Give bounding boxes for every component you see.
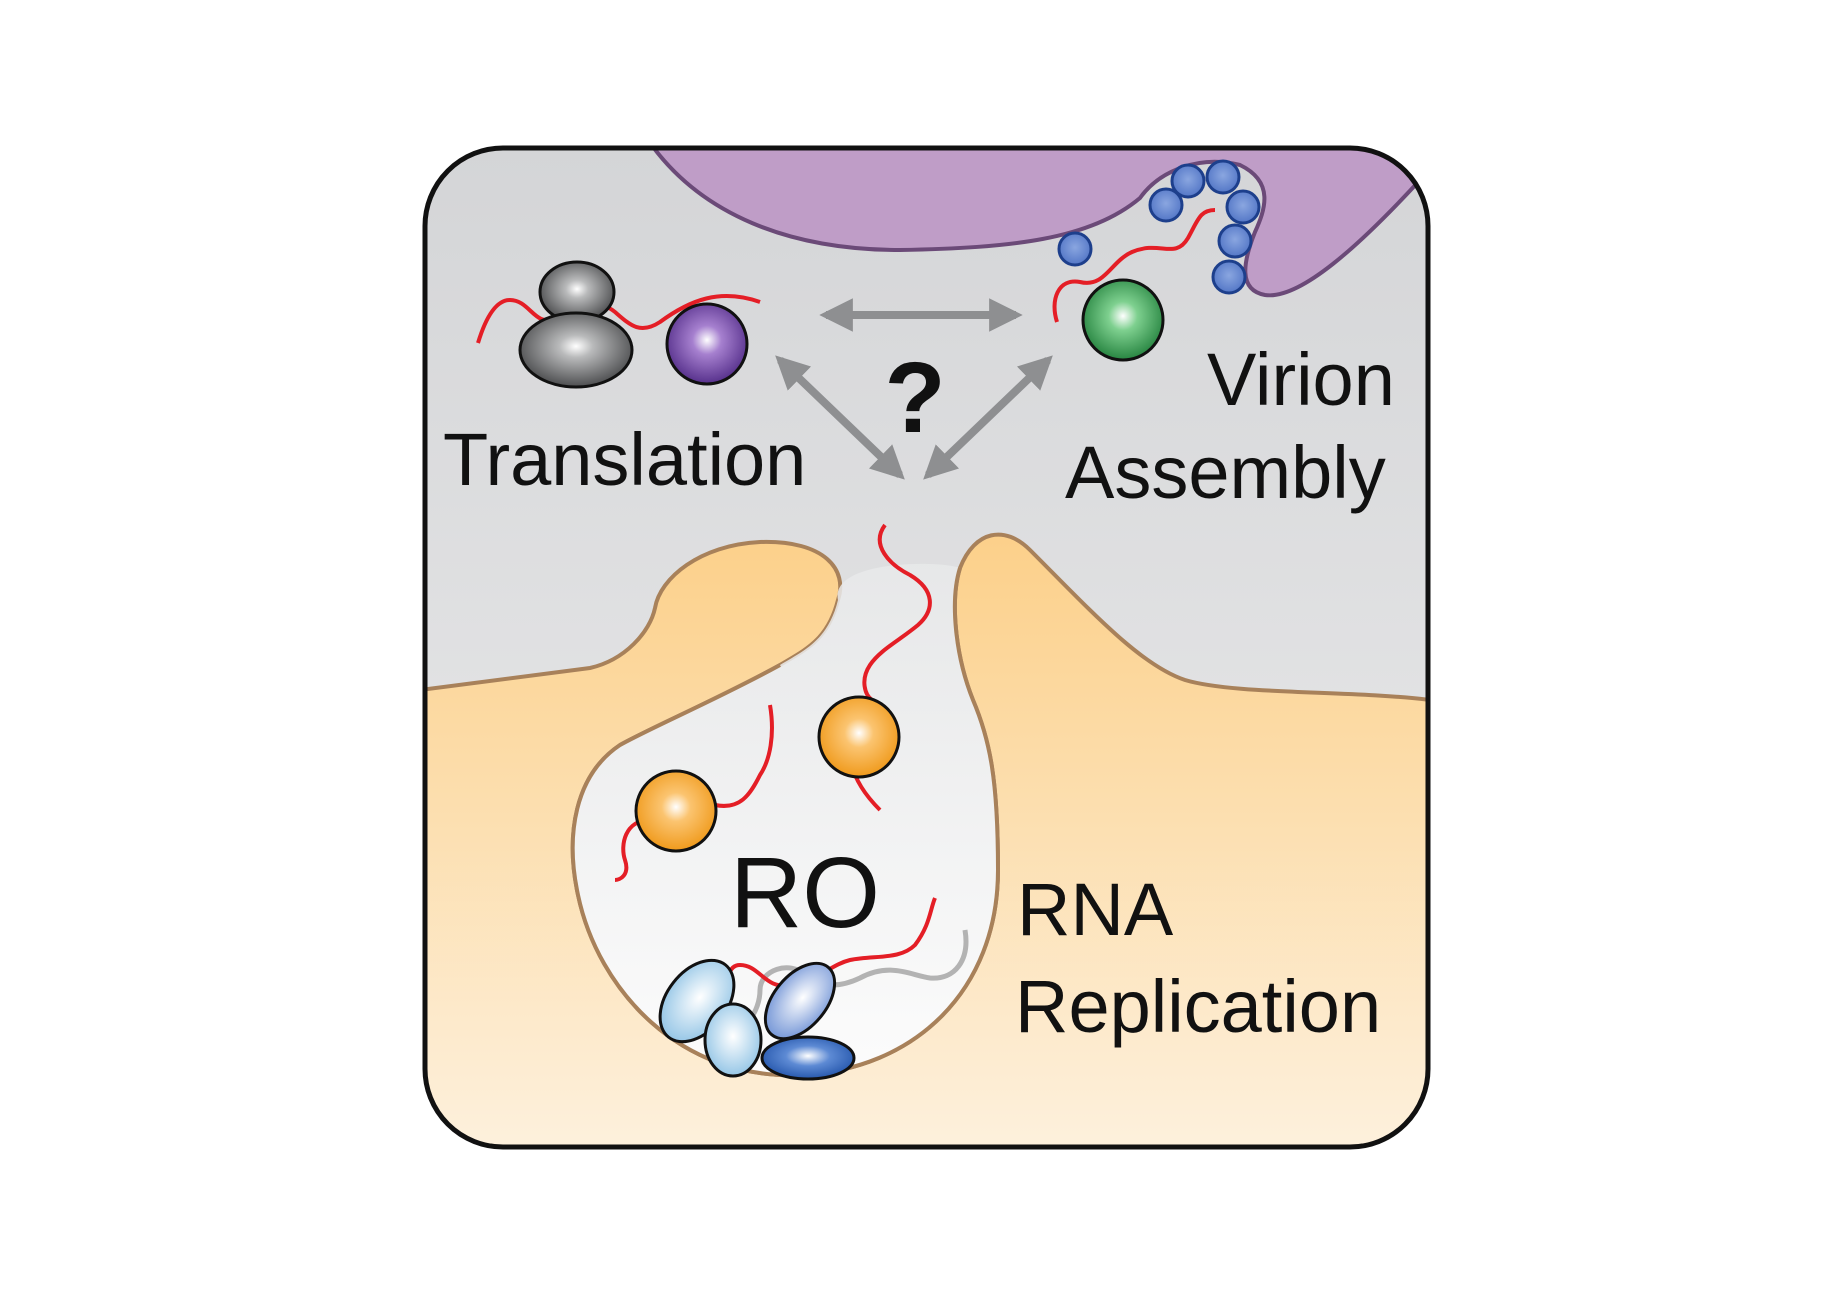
capsid-subunit-icon <box>1225 189 1261 225</box>
question-mark: ? <box>884 342 945 454</box>
rna-strand <box>614 818 651 882</box>
interaction-arrows: ? <box>775 298 1053 480</box>
replication-label: Replication <box>1015 965 1381 1048</box>
assembly-label: Assembly <box>1065 431 1386 514</box>
rna-strand <box>714 704 774 808</box>
replicase-complex-icon <box>763 961 837 1041</box>
capsid-subunit-icon <box>1211 259 1247 295</box>
replication-organelle-lumen <box>572 563 998 1076</box>
replicase-complex-icon <box>760 1035 856 1081</box>
capsid-subunit-icon <box>1148 187 1184 223</box>
translation-group: Translation <box>443 260 806 501</box>
translation-label: Translation <box>443 418 806 501</box>
genome-rna-strand <box>1052 208 1216 323</box>
assembly-compartment <box>644 148 1428 298</box>
bidirectional-arrow-icon <box>923 355 1053 480</box>
capsid-subunit-icon <box>1217 223 1253 259</box>
translation-protein-icon <box>665 302 749 386</box>
rna-replication-group: RO RNA Replication <box>614 523 1381 1081</box>
virion-label: Virion <box>1207 338 1395 421</box>
ro-label: RO <box>730 837 880 949</box>
replication-protein-icon <box>817 695 901 779</box>
assembly-protein-icon <box>1081 278 1165 362</box>
capsid-subunit-icon <box>1205 159 1241 195</box>
virion-assembly-group: Virion Assembly <box>1052 159 1395 514</box>
replicase-complex-icon <box>703 1002 763 1078</box>
rna-label: RNA <box>1017 868 1174 951</box>
replication-protein-icon <box>634 769 718 853</box>
capsid-subunit-icon <box>1170 163 1206 199</box>
exiting-rna-strand <box>862 523 932 702</box>
bidirectional-arrow-icon <box>775 355 905 480</box>
diagram-frame <box>422 145 1431 1150</box>
capsid-subunit-icon <box>1057 231 1093 267</box>
ribosome-large-subunit-icon <box>518 311 634 389</box>
